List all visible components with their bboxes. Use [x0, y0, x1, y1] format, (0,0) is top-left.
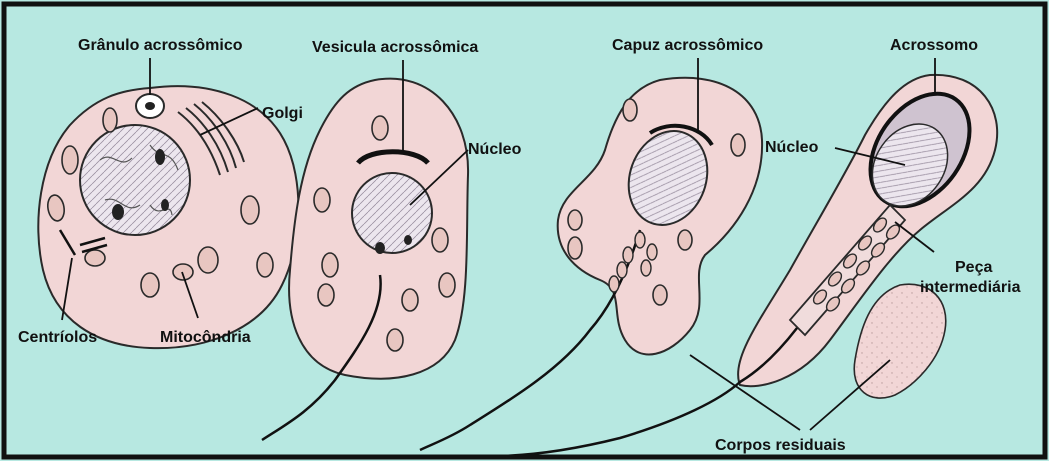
label-centriolos: Centríolos: [18, 329, 97, 346]
label-granulo-acrossomico: Grânulo acrossômico: [78, 37, 243, 54]
label-peca-line1: Peça: [955, 259, 992, 276]
label-mitocondria: Mitocôndria: [160, 329, 251, 346]
label-vesicula-acrossomica: Vesicula acrossômica: [312, 39, 478, 56]
label-golgi: Golgi: [262, 105, 303, 122]
label-corpos-residuais: Corpos residuais: [715, 437, 846, 454]
label-nucleo-cell-2: Núcleo: [468, 141, 522, 158]
cell-1-spermatid: [38, 86, 298, 348]
label-capuz-acrossomico: Capuz acrossômico: [612, 37, 763, 54]
label-nucleo-cell-4: Núcleo: [765, 139, 819, 156]
cell-1-nucleus: [80, 125, 190, 235]
label-peca-line2: intermediária: [920, 279, 1021, 296]
cell-2-nucleus: [352, 173, 432, 253]
label-acrossomo: Acrossomo: [890, 37, 978, 54]
